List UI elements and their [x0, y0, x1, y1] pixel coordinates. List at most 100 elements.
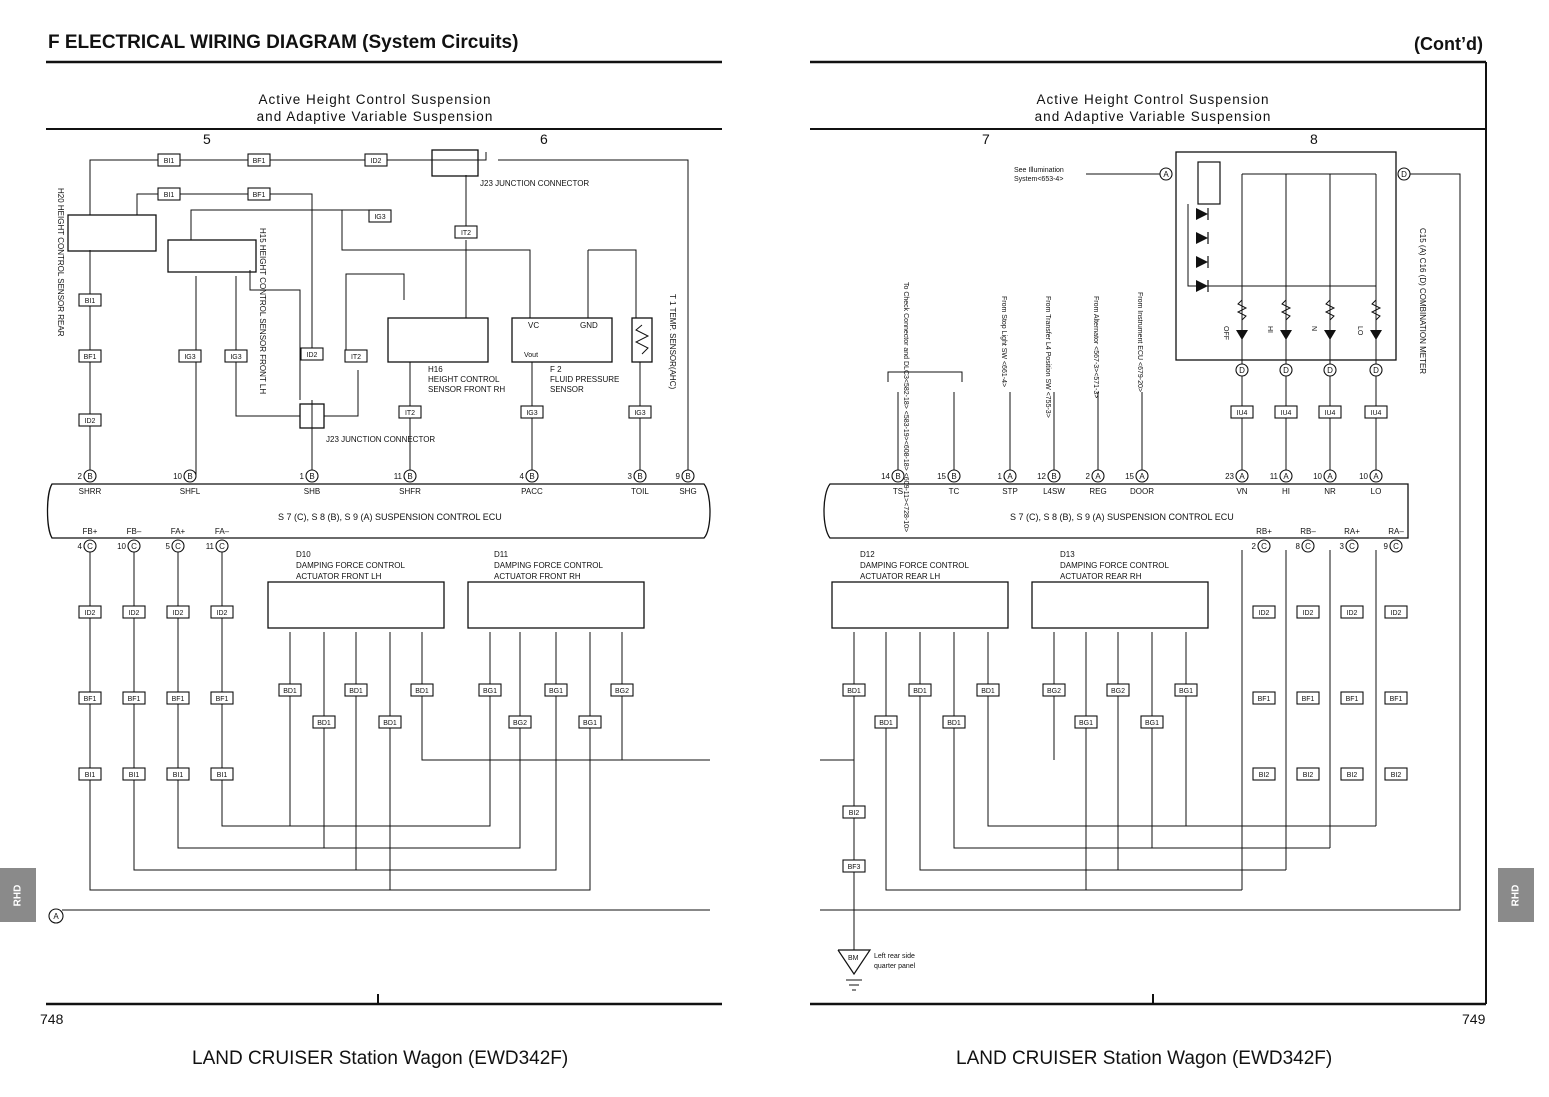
footer-right: LAND CRUISER Station Wagon (EWD342F) — [956, 1048, 1333, 1069]
side-tab-left[interactable]: RHD — [0, 868, 36, 922]
inline-connector-id: BI1 — [164, 158, 175, 165]
inline-connector-id: BG2 — [513, 720, 527, 727]
inline-connector-box — [1252, 767, 1276, 781]
diode-icon — [1196, 208, 1208, 220]
j23-connector-mid — [299, 403, 325, 429]
lamp-led-icon — [1280, 330, 1292, 340]
terminal-name: SHFR — [399, 487, 421, 496]
inline-connector-box — [1340, 605, 1364, 619]
inline-connector-box — [1384, 767, 1408, 781]
d12-actuator-box — [831, 581, 1009, 629]
inline-connector-box — [210, 767, 234, 781]
terminal-connector: A — [1373, 472, 1379, 481]
inline-connector-box — [976, 683, 1000, 697]
inline-connector-id: IU4 — [1371, 410, 1382, 417]
inline-connector-box — [166, 605, 190, 619]
meter-terminal-id: D — [1373, 366, 1379, 375]
inline-connector-id: BI2 — [1259, 772, 1270, 779]
terminal-name: TS — [893, 487, 903, 496]
inline-connector-box — [1252, 605, 1276, 619]
inline-connector-box — [1252, 691, 1276, 705]
inline-connector-id: IT2 — [461, 230, 471, 237]
lamp-hi-label: HI — [1266, 326, 1273, 333]
inline-connector-box — [312, 715, 336, 729]
inline-connector-box — [1042, 683, 1066, 697]
page-link-id: A — [53, 912, 59, 921]
f2-vc-pin: VC — [528, 321, 539, 330]
inline-connector-box — [1384, 691, 1408, 705]
inline-connector-box — [166, 691, 190, 705]
ecu-body-left — [46, 483, 711, 539]
inline-connector-box — [300, 347, 324, 361]
terminal-pin: 5 — [166, 542, 171, 551]
terminal-circle — [1323, 469, 1337, 483]
terminal-circle — [1301, 539, 1315, 553]
inline-connector-id: ID2 — [1303, 610, 1314, 617]
terminal-connector: B — [87, 472, 92, 481]
inline-connector-id: ID2 — [85, 418, 96, 425]
d10-name2: ACTUATOR FRONT LH — [296, 572, 382, 581]
inline-connector-box — [1230, 405, 1254, 419]
inline-connector-id: BG2 — [1111, 688, 1125, 695]
inline-connector-box — [78, 349, 102, 363]
inline-connector-id: BD1 — [913, 688, 927, 695]
terminal-connector: B — [407, 472, 412, 481]
ground-label1: Left rear side — [874, 953, 915, 960]
meter-terminal-circle — [1323, 363, 1337, 377]
terminal-pin: 2 — [1086, 472, 1091, 481]
inline-connector-box — [842, 805, 866, 819]
inline-connector-id: BI1 — [164, 192, 175, 199]
terminal-pin: 10 — [117, 542, 126, 551]
inline-connector-box — [1296, 767, 1320, 781]
terminal-name: FA– — [215, 527, 230, 536]
f2-name2: SENSOR — [550, 385, 584, 394]
terminal-pin: 3 — [1340, 542, 1345, 551]
terminal-name: RB+ — [1256, 527, 1272, 536]
inline-connector-box — [578, 715, 602, 729]
inline-connector-box — [1296, 691, 1320, 705]
inline-connector-id: BF1 — [216, 696, 229, 703]
terminal-name: FA+ — [171, 527, 186, 536]
terminal-pin: 2 — [78, 472, 83, 481]
inline-connector-id: BG1 — [549, 688, 563, 695]
inline-connector-id: ID2 — [1347, 610, 1358, 617]
side-tab-right[interactable]: RHD — [1498, 868, 1534, 922]
check-connector-bracket — [887, 371, 963, 382]
inline-connector-box — [122, 691, 146, 705]
terminal-pin: 10 — [1359, 472, 1368, 481]
page-link-a — [48, 908, 64, 924]
inline-connector-id: BF1 — [84, 354, 97, 361]
resistor-icon — [1370, 299, 1382, 321]
grid-number: 6 — [540, 131, 548, 147]
lamp-led-icon — [1370, 330, 1382, 340]
inline-connector-id: BF1 — [128, 696, 141, 703]
inline-connector-box — [364, 153, 388, 167]
ecu-body-right — [823, 483, 1409, 539]
terminal-name: STP — [1002, 487, 1018, 496]
terminal-connector: B — [895, 472, 900, 481]
ground-id: BM — [848, 955, 859, 962]
inline-connector-id: BD1 — [349, 688, 363, 695]
lamp-off-label: OFF — [1222, 326, 1229, 340]
continued-label: (Cont’d) — [1414, 34, 1483, 54]
terminal-circle — [1389, 539, 1403, 553]
inline-connector-id: BF3 — [848, 864, 861, 871]
inline-connector-id: ID2 — [371, 158, 382, 165]
terminal-pin: 1 — [300, 472, 305, 481]
d13-actuator-box — [1031, 581, 1209, 629]
system-title-line2: and Adaptive Variable Suspension — [1034, 109, 1272, 124]
page-number-right: 749 — [1462, 1011, 1486, 1027]
d11-name1: DAMPING FORCE CONTROL — [494, 561, 603, 570]
terminal-name: SHG — [679, 487, 696, 496]
terminal-pin: 23 — [1225, 472, 1234, 481]
f2-vout-pin: Vout — [524, 352, 538, 359]
inline-connector-id: BG1 — [1079, 720, 1093, 727]
meter-terminal-d — [1397, 167, 1411, 181]
terminal-pin: 10 — [1313, 472, 1322, 481]
diode-icon — [1196, 256, 1208, 268]
resistor-icon — [1324, 299, 1336, 321]
inline-connector-id: BF1 — [84, 696, 97, 703]
terminal-connector: C — [1349, 542, 1355, 551]
